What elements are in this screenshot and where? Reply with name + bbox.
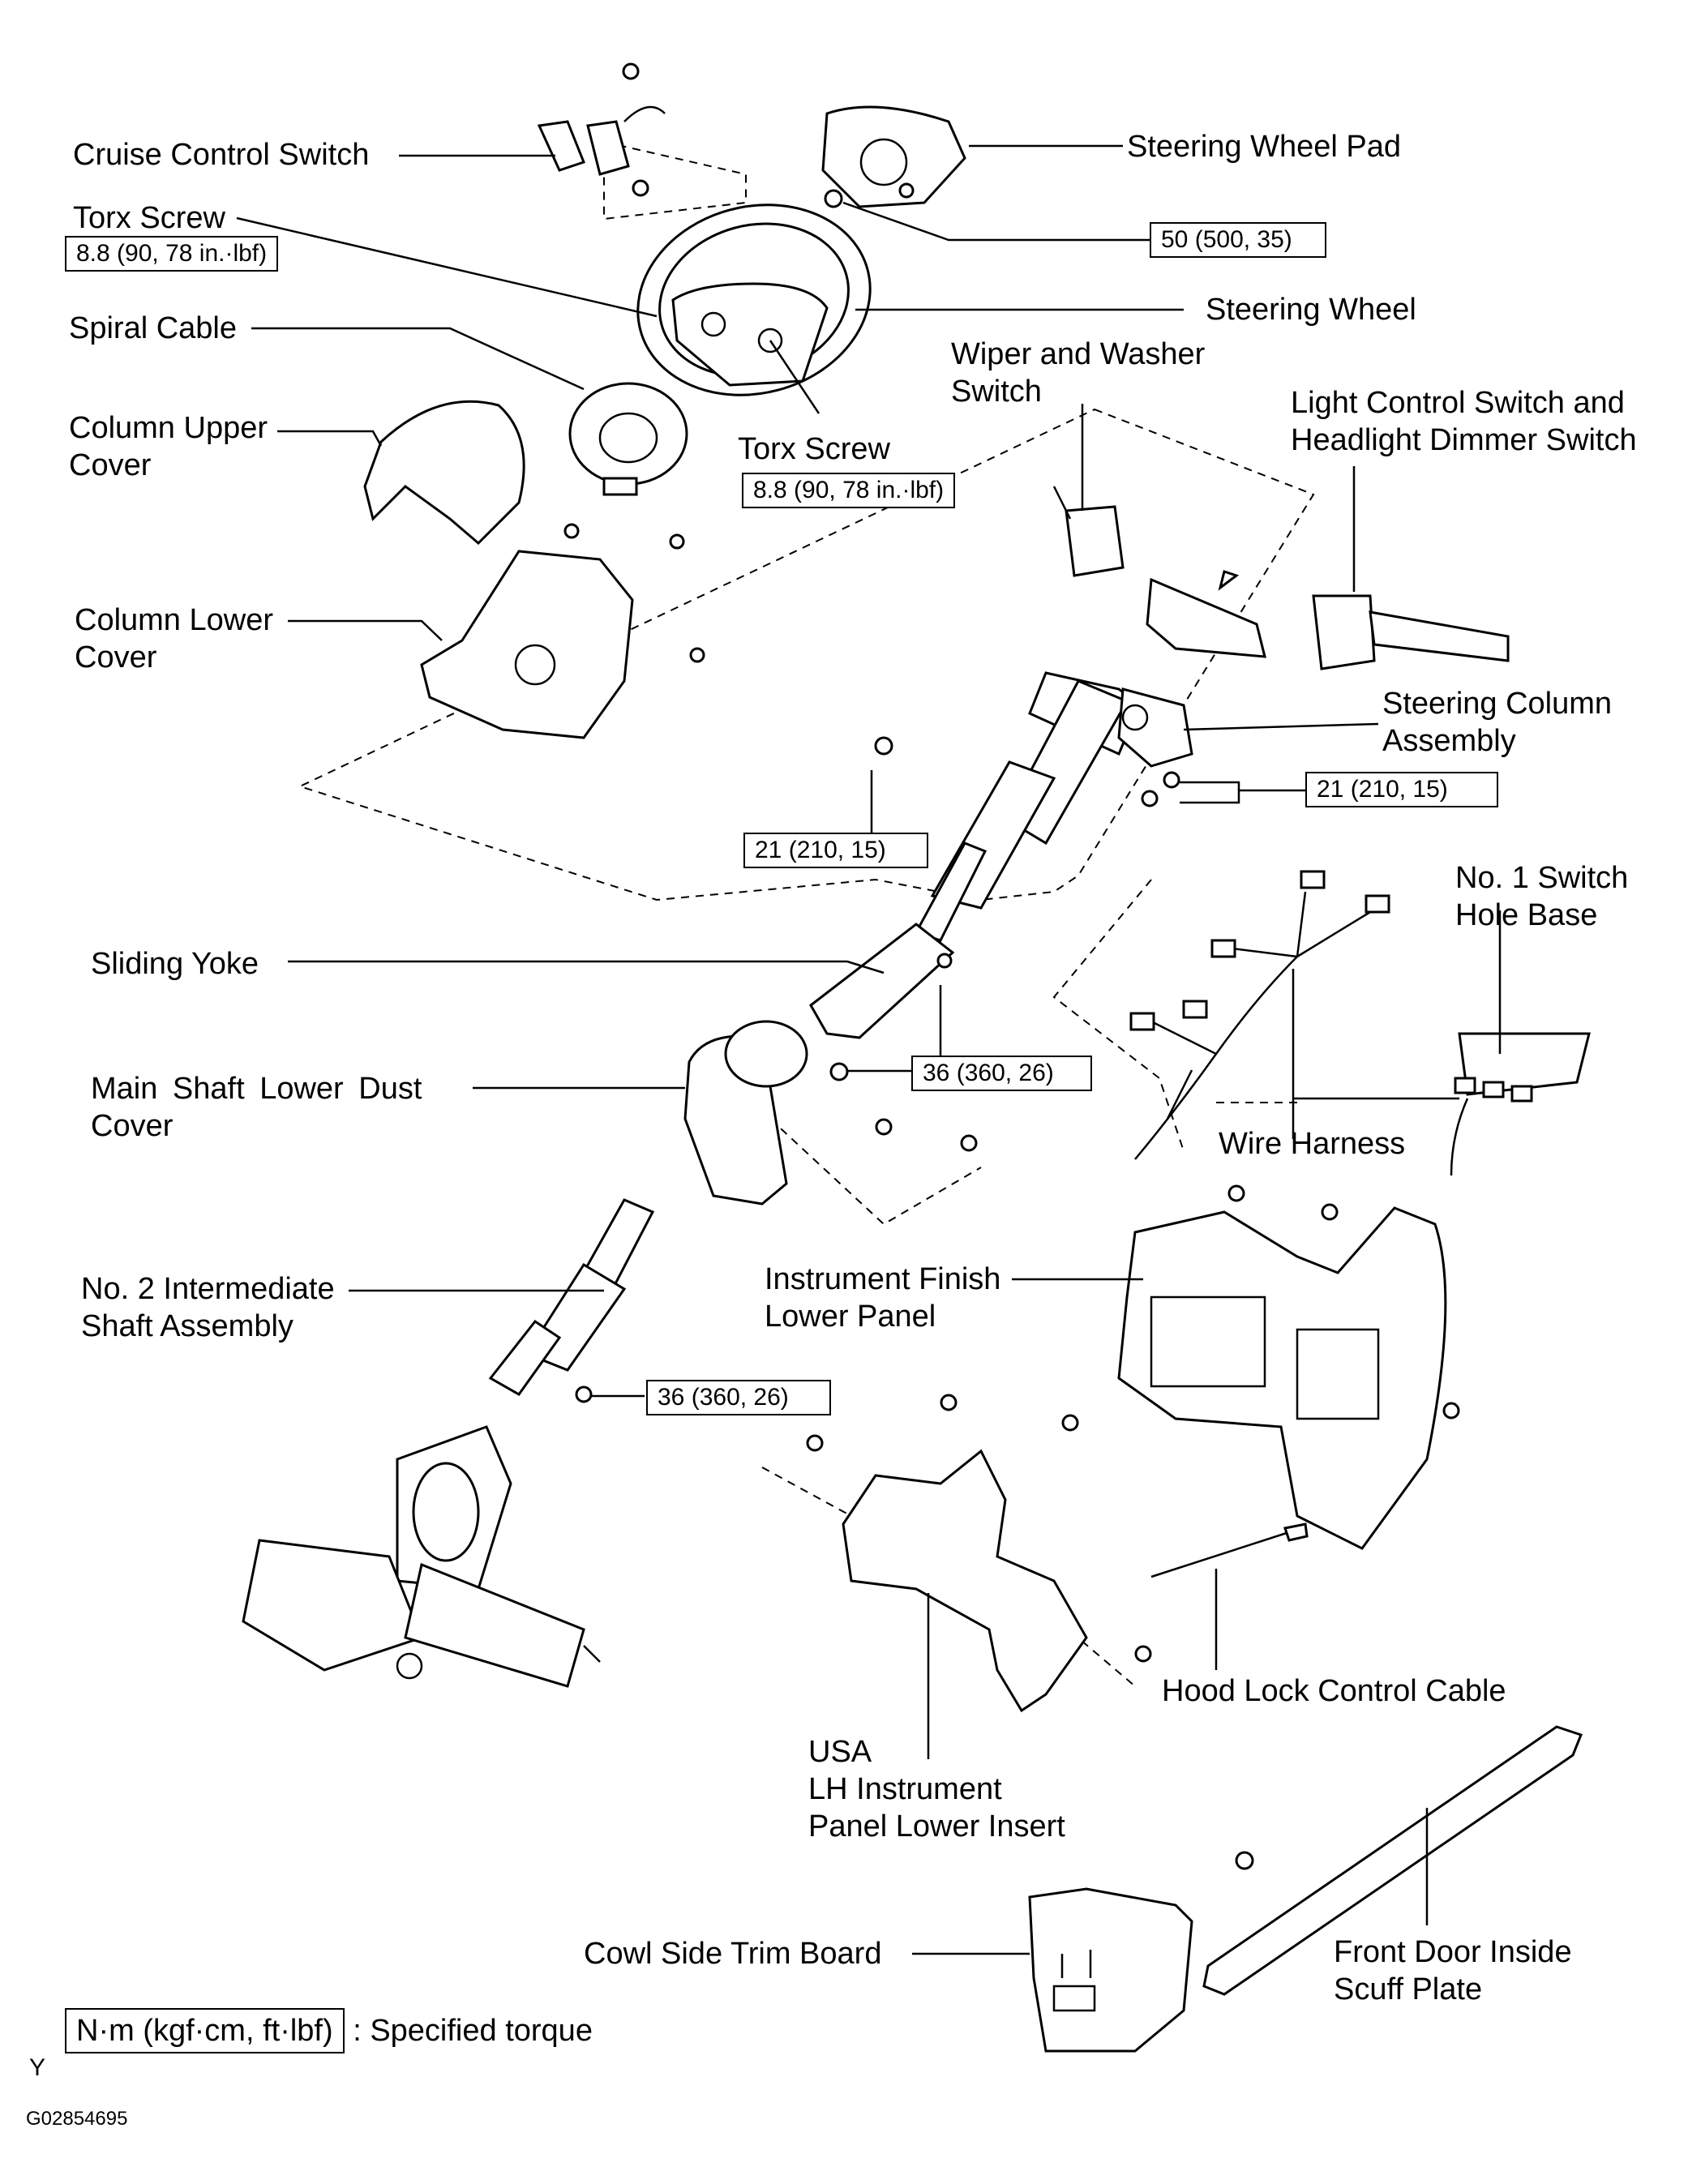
label-column-lower-cover: Column Lower Cover	[75, 603, 273, 674]
label-steering-column-assembly: Steering Column Assembly	[1382, 687, 1613, 758]
label-sliding-yoke: Sliding Yoke	[91, 947, 259, 981]
torque-legend-unit-box: N·m (kgf·cm, ft·lbf)	[65, 2008, 345, 2053]
label-cowl-side-trim-board: Cowl Side Trim Board	[584, 1937, 882, 1971]
light-control-switch-drawing	[1312, 594, 1510, 670]
label-spiral-cable: Spiral Cable	[69, 311, 237, 345]
label-hood-lock-control-cable: Hood Lock Control Cable	[1162, 1674, 1506, 1708]
torque-intermediate-shaft-bolt: 36 (360, 26)	[646, 1380, 831, 1415]
figure-id: G02854695	[26, 2108, 128, 2130]
label-no1-switch-hole-base: No. 1 Switch Hole Base	[1455, 861, 1629, 932]
label-steering-wheel-pad: Steering Wheel Pad	[1127, 130, 1401, 164]
torque-column-bolts-right: 21 (210, 15)	[1305, 772, 1498, 807]
torque-torx-center: 8.8 (90, 78 in.·lbf)	[742, 473, 956, 508]
label-torx-screw-center: Torx Screw	[738, 432, 890, 466]
wire-harness-drawing	[1129, 870, 1390, 1160]
dust-cover-drawing	[683, 1020, 978, 1205]
intermediate-shaft-drawing	[488, 1198, 655, 1403]
instrument-finish-lower-panel-drawing	[1117, 1184, 1460, 1550]
steering-wheel-pad-drawing	[821, 105, 966, 208]
label-wiper-washer-switch: Wiper and Washer Switch	[951, 337, 1206, 409]
steering-column-assembly-drawing	[874, 570, 1266, 942]
leader-lines	[236, 144, 1502, 1955]
switch-hole-base-drawing	[1450, 1032, 1591, 1176]
label-steering-wheel: Steering Wheel	[1206, 293, 1416, 327]
label-front-door-inside-scuff-plate: Front Door Inside Scuff Plate	[1334, 1935, 1572, 2006]
label-torx-screw-left: Torx Screw	[73, 201, 225, 235]
torque-torx-left: 8.8 (90, 78 in.·lbf)	[65, 236, 279, 272]
screws-upper	[563, 182, 915, 663]
torque-column-bolt-left: 21 (210, 15)	[743, 833, 928, 868]
label-main-shaft-lower-dust-cover: Main Shaft Lower Dust Cover	[91, 1072, 422, 1143]
wiper-washer-switch-drawing	[1052, 486, 1125, 577]
label-cruise-control-switch: Cruise Control Switch	[73, 138, 370, 172]
label-lh-instrument-panel-lower-insert: USA LH Instrument Panel Lower Insert	[808, 1735, 1065, 1844]
torque-legend-description: : Specified torque	[353, 2014, 593, 2048]
sliding-yoke-drawing	[809, 923, 955, 1081]
hood-lock-cable-drawing	[1150, 1522, 1309, 1578]
torque-legend: N·m (kgf·cm, ft·lbf) : Specified torque	[65, 2008, 593, 2053]
front-door-scuff-plate-drawing	[1202, 1725, 1583, 1996]
label-light-control-switch: Light Control Switch and Headlight Dimme…	[1291, 386, 1637, 457]
cowl-side-trim-board-drawing	[1028, 1851, 1254, 2053]
column-lower-cover-drawing	[420, 550, 634, 739]
cruise-control-switch-drawing	[537, 62, 666, 197]
steering-gear-drawing	[242, 1425, 601, 1688]
lh-lower-insert-drawing	[806, 1394, 1152, 1713]
label-column-upper-cover: Column Upper Cover	[69, 411, 268, 482]
label-instrument-finish-lower-panel: Instrument Finish Lower Panel	[765, 1262, 1001, 1334]
column-upper-cover-drawing	[363, 400, 525, 546]
steering-wheel-drawing	[636, 203, 872, 396]
label-no2-intermediate-shaft: No. 2 Intermediate Shaft Assembly	[81, 1272, 335, 1343]
corner-mark: Y	[29, 2054, 46, 2081]
torque-steering-wheel-nut: 50 (500, 35)	[1150, 222, 1326, 258]
label-wire-harness: Wire Harness	[1219, 1127, 1406, 1161]
torque-sliding-yoke-bolts: 36 (360, 26)	[911, 1056, 1092, 1091]
spiral-cable-drawing	[568, 382, 688, 496]
